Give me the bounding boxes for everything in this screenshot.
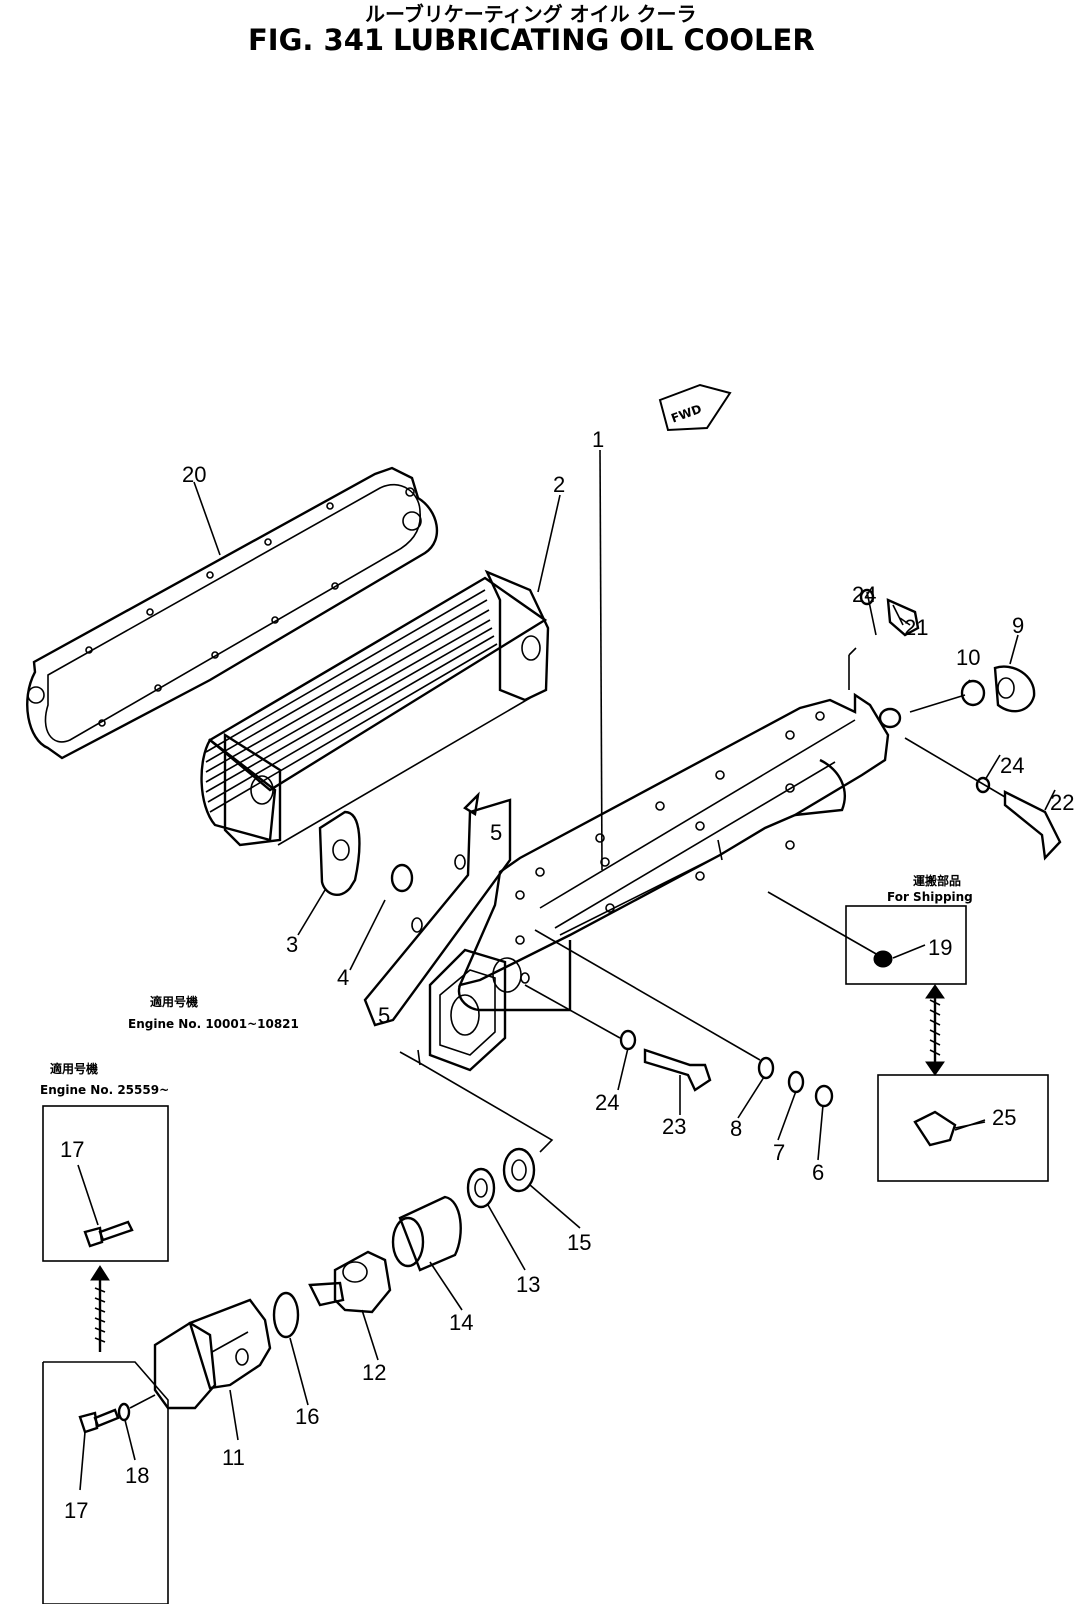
washer-part-7: [787, 1070, 805, 1094]
bolt-part-23: [643, 1048, 712, 1092]
seal-part-15: [502, 1147, 536, 1193]
callout-16: 16: [295, 1404, 319, 1429]
shipping-box-part-19: 運搬部品 For Shipping: [767, 873, 973, 985]
serial-note-2-jp: 適用号機: [50, 1061, 98, 1076]
washer-part-24-top: [859, 588, 875, 606]
callout-3: 3: [286, 932, 298, 957]
gasket-part-20: [26, 466, 439, 760]
double-arrow-icon-25: [925, 984, 945, 1076]
plug-part-9: [993, 665, 1036, 713]
callout-23: 23: [662, 1114, 686, 1139]
detail-box-upper: [42, 1105, 169, 1262]
serial-note-2: Engine No. 25559~: [40, 1083, 169, 1097]
shipping-note-jp: 運搬部品: [913, 873, 961, 888]
callout-14: 14: [449, 1310, 473, 1335]
callout-11: 11: [222, 1445, 245, 1470]
bolt-part-22: [1003, 790, 1062, 861]
callout-24b: 24: [1000, 753, 1024, 778]
callout-18: 18: [125, 1463, 149, 1488]
sleeve-part-14: [391, 1195, 462, 1272]
callout-5a: 5: [490, 820, 502, 845]
callout-24a: 24: [852, 582, 876, 607]
washer-part-24-bottom: [619, 1029, 637, 1051]
callout-20: 20: [182, 462, 206, 487]
o-ring-part-4: [390, 863, 414, 893]
housing-part-11: [153, 1298, 272, 1410]
callout-4: 4: [337, 965, 349, 990]
thermostat-part-12: [308, 1250, 392, 1314]
fwd-arrow-icon: FWD: [658, 383, 732, 432]
figure-number: FIG. 341: [248, 23, 384, 57]
callout-12: 12: [362, 1360, 386, 1385]
page-title: LUBRICATING OIL COOLER: [393, 23, 815, 57]
callout-13: 13: [516, 1272, 540, 1297]
gasket-part-3: [318, 810, 361, 896]
washer-part-24-right: [975, 776, 991, 794]
o-ring-part-10: [960, 679, 986, 707]
ring-part-13: [466, 1167, 496, 1209]
callout-6: 6: [812, 1160, 824, 1185]
callout-1: 1: [592, 427, 604, 452]
callout-9: 9: [1012, 613, 1024, 638]
callout-10: 10: [956, 645, 980, 670]
japanese-title: ルーブリケーティング オイル クーラ: [365, 2, 697, 26]
double-arrow-icon-17: [90, 1265, 110, 1352]
callout-17b: 17: [64, 1498, 88, 1523]
callout-17a: 17: [60, 1137, 84, 1162]
callout-22: 22: [1050, 790, 1074, 815]
o-ring-part-16: [272, 1291, 300, 1339]
cooler-case-part-1: [417, 647, 902, 1072]
callout-15: 15: [567, 1230, 591, 1255]
callout-19: 19: [928, 935, 952, 960]
shipping-note-en: For Shipping: [887, 890, 973, 904]
gasket-part-5: [363, 791, 512, 1027]
callout-7: 7: [773, 1140, 785, 1165]
callout-24c: 24: [595, 1090, 619, 1115]
callout-5b: 5: [378, 1003, 390, 1028]
serial-note-1: Engine No. 10001~10821: [128, 1017, 299, 1031]
serial-note-1-jp: 適用号機: [150, 994, 198, 1009]
callout-25: 25: [992, 1105, 1016, 1130]
bolt-part-21: [886, 598, 920, 637]
callout-2: 2: [553, 472, 565, 497]
nut-part-6: [814, 1084, 834, 1108]
callout-8: 8: [730, 1116, 742, 1141]
washer-part-8: [757, 1056, 775, 1080]
detail-box-lower: [42, 1361, 169, 1604]
callout-21: 21: [904, 615, 928, 640]
cooler-element-part-2: [200, 569, 550, 847]
